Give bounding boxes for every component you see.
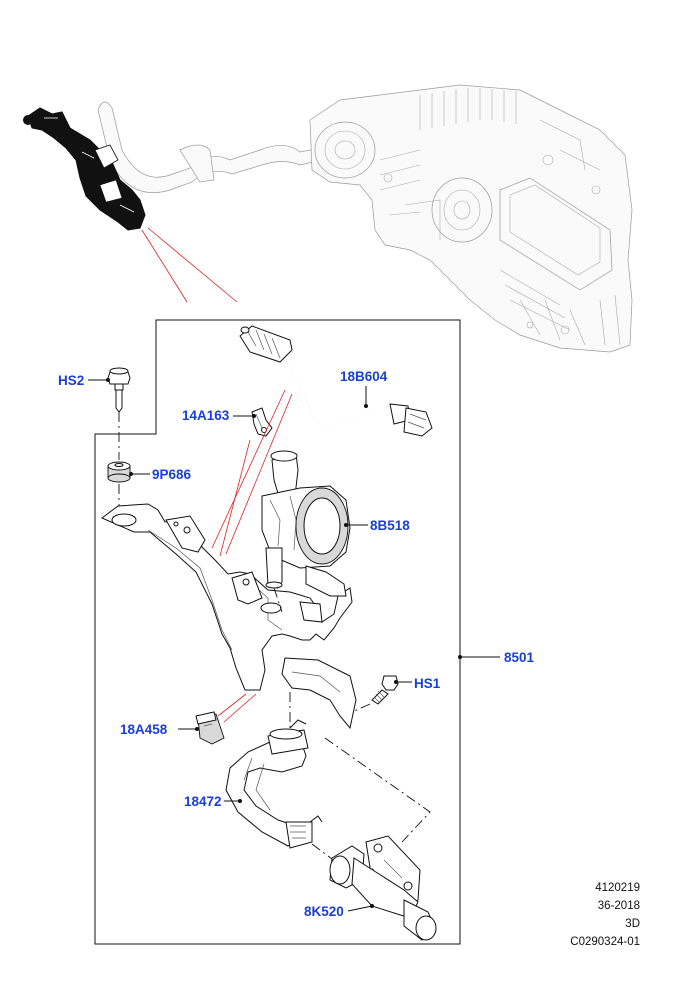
axis-bracket-valve bbox=[324, 737, 431, 843]
label-8k520: 8K520 bbox=[304, 904, 344, 919]
screw-hs1 bbox=[371, 675, 399, 705]
label-hs1: HS1 bbox=[414, 676, 441, 691]
callout-18a458: 18A458 bbox=[120, 722, 199, 737]
callout-18b604: 18B604 bbox=[340, 369, 388, 408]
callout-9p686: 9P686 bbox=[129, 467, 192, 482]
label-18a458: 18A458 bbox=[120, 722, 168, 737]
wiring-harness-18b604 bbox=[239, 325, 433, 437]
axis-8b518 bbox=[273, 587, 283, 613]
label-18b604: 18B604 bbox=[340, 369, 388, 384]
leader-to-detail-left bbox=[141, 229, 188, 303]
callout-hs2: HS2 bbox=[58, 373, 110, 388]
label-14a163: 14A163 bbox=[182, 408, 230, 423]
reference-line-2: 36-2018 bbox=[597, 900, 640, 912]
callout-8k520: 8K520 bbox=[304, 904, 374, 919]
clip-18a458 bbox=[195, 711, 225, 745]
reference-line-1: 4120219 bbox=[595, 882, 640, 894]
label-hs2: HS2 bbox=[58, 373, 84, 388]
leader-18a458-1 bbox=[217, 693, 247, 717]
hvac-assembly-illustration bbox=[97, 84, 633, 353]
label-9p686: 9P686 bbox=[152, 467, 192, 482]
bolt-hs2 bbox=[107, 367, 131, 413]
callout-8501: 8501 bbox=[458, 650, 535, 665]
label-8501: 8501 bbox=[504, 650, 535, 665]
leader-18a458-2 bbox=[223, 693, 257, 723]
highlighted-pump-assembly bbox=[23, 107, 146, 231]
axis-hs1 bbox=[351, 703, 371, 713]
coolant-hose-18472 bbox=[225, 719, 323, 849]
reference-line-3: 3D bbox=[625, 918, 640, 930]
leader-harness-1 bbox=[225, 393, 293, 555]
grommet-9p686 bbox=[107, 461, 131, 483]
detail-box-outline bbox=[94, 319, 461, 945]
clip-14a163 bbox=[251, 407, 273, 437]
water-pump-8b518 bbox=[261, 450, 351, 597]
label-8b518: 8B518 bbox=[370, 518, 410, 533]
leader-to-detail-right bbox=[147, 227, 238, 303]
valve-8k520 bbox=[329, 835, 437, 941]
label-18472: 18472 bbox=[184, 794, 222, 809]
callout-18472: 18472 bbox=[184, 794, 242, 809]
callout-14a163: 14A163 bbox=[182, 408, 256, 423]
callout-8b518: 8B518 bbox=[344, 518, 410, 533]
reference-block: 4120219 36-2018 3D C0290324-01 bbox=[570, 879, 640, 951]
leader-harness-2 bbox=[211, 389, 286, 549]
reference-line-4: C0290324-01 bbox=[570, 936, 640, 948]
bracket-8501 bbox=[101, 503, 357, 730]
leader-clip-1 bbox=[219, 439, 251, 557]
callout-hs1: HS1 bbox=[394, 676, 441, 691]
